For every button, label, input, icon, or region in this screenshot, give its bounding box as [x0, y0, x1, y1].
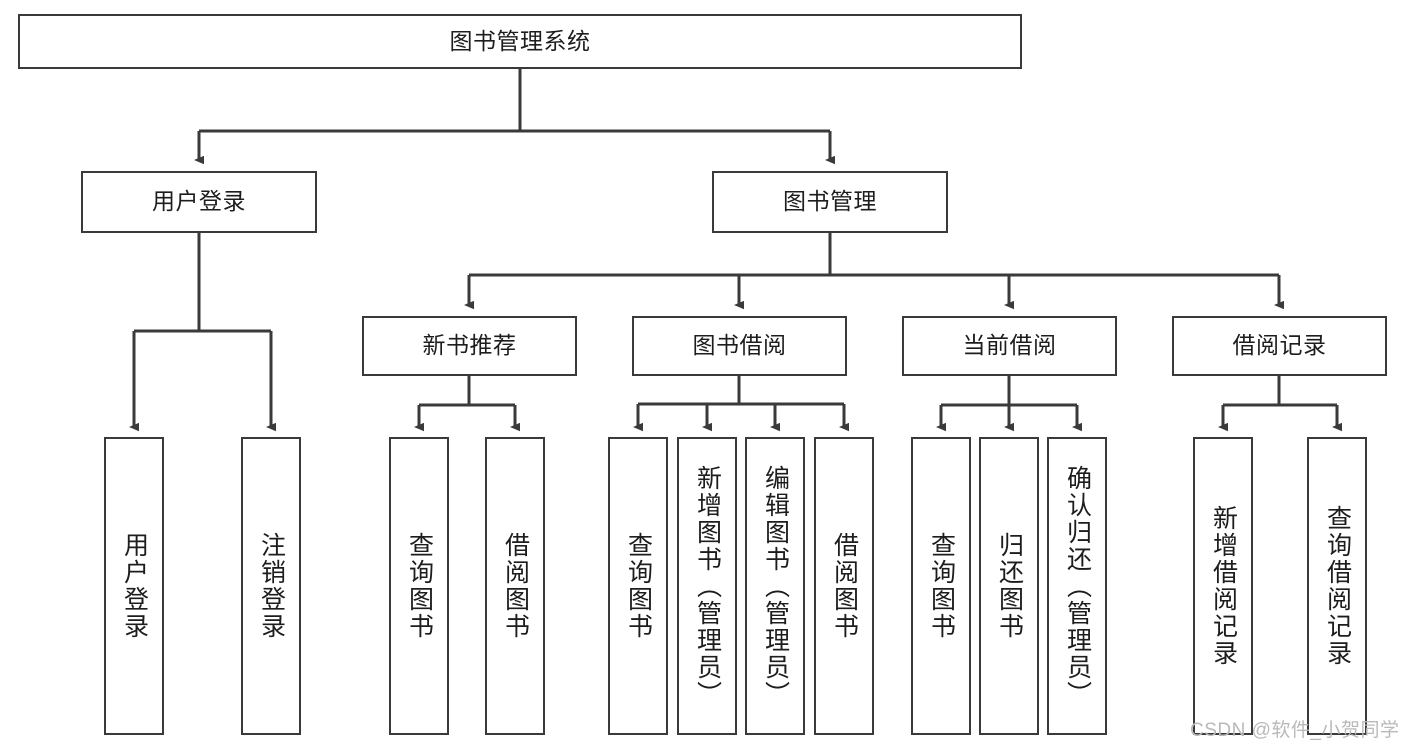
node-leaf-borrow-book[interactable]: 借阅图书 — [814, 437, 874, 735]
node-user-login[interactable]: 用户登录 — [81, 171, 317, 233]
node-user-login-label: 用户登录 — [152, 188, 246, 215]
node-leaf-confirm-return-admin-label: 确认归还（管理员） — [1063, 464, 1092, 708]
node-leaf-return-book-label: 归还图书 — [995, 532, 1024, 640]
node-leaf-query-borrow-record-label: 查询借阅记录 — [1323, 505, 1352, 667]
node-book-management-label: 图书管理 — [783, 188, 877, 215]
node-current-borrow-label: 当前借阅 — [962, 332, 1057, 359]
node-current-borrow[interactable]: 当前借阅 — [902, 316, 1117, 376]
node-book-borrow[interactable]: 图书借阅 — [632, 316, 847, 376]
node-leaf-borrow-query-book[interactable]: 查询图书 — [608, 437, 668, 735]
node-leaf-recommend-borrow-book-label: 借阅图书 — [501, 532, 530, 640]
node-new-book-recommend[interactable]: 新书推荐 — [362, 316, 577, 376]
node-leaf-add-book-admin-label: 新增图书（管理员） — [693, 464, 722, 708]
node-root-system[interactable]: 图书管理系统 — [18, 14, 1022, 69]
node-leaf-current-query-book-label: 查询图书 — [927, 532, 956, 640]
node-leaf-logout[interactable]: 注销登录 — [241, 437, 301, 735]
node-book-borrow-label: 图书借阅 — [692, 332, 787, 359]
node-leaf-borrow-book-label: 借阅图书 — [830, 532, 859, 640]
node-leaf-recommend-borrow-book[interactable]: 借阅图书 — [485, 437, 545, 735]
node-leaf-add-borrow-record[interactable]: 新增借阅记录 — [1193, 437, 1253, 735]
node-leaf-recommend-query-book-label: 查询图书 — [405, 532, 434, 640]
node-leaf-edit-book-admin-label: 编辑图书（管理员） — [761, 464, 790, 708]
node-leaf-query-borrow-record[interactable]: 查询借阅记录 — [1307, 437, 1367, 735]
node-leaf-add-borrow-record-label: 新增借阅记录 — [1209, 505, 1238, 667]
node-leaf-edit-book-admin[interactable]: 编辑图书（管理员） — [745, 437, 805, 735]
node-borrow-record[interactable]: 借阅记录 — [1172, 316, 1387, 376]
node-leaf-current-query-book[interactable]: 查询图书 — [911, 437, 971, 735]
node-root-system-label: 图书管理系统 — [449, 27, 591, 54]
node-leaf-return-book[interactable]: 归还图书 — [979, 437, 1039, 735]
node-book-management[interactable]: 图书管理 — [712, 171, 948, 233]
node-new-book-recommend-label: 新书推荐 — [422, 332, 517, 359]
node-leaf-logout-label: 注销登录 — [257, 532, 286, 640]
node-leaf-user-login-label: 用户登录 — [120, 532, 149, 640]
node-leaf-borrow-query-book-label: 查询图书 — [624, 532, 653, 640]
node-borrow-record-label: 借阅记录 — [1232, 332, 1327, 359]
node-leaf-confirm-return-admin[interactable]: 确认归还（管理员） — [1047, 437, 1107, 735]
node-leaf-recommend-query-book[interactable]: 查询图书 — [389, 437, 449, 735]
node-leaf-user-login[interactable]: 用户登录 — [104, 437, 164, 735]
node-leaf-add-book-admin[interactable]: 新增图书（管理员） — [677, 437, 737, 735]
